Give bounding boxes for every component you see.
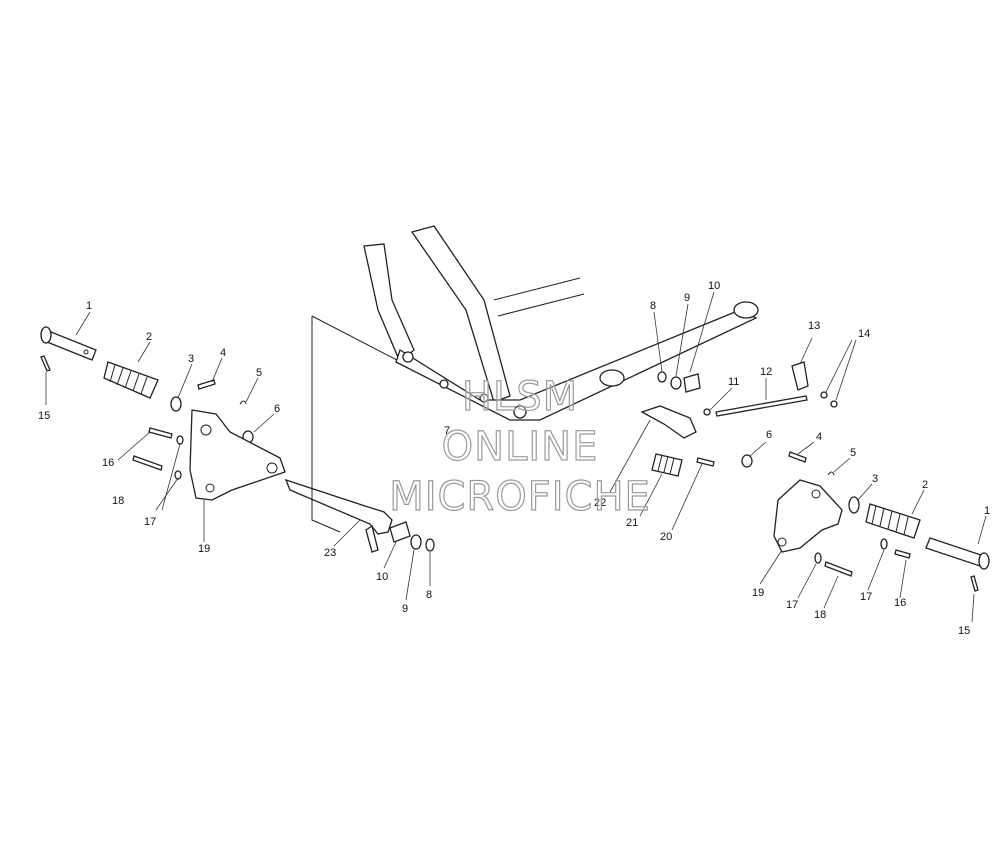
part-21-spring bbox=[651, 453, 683, 477]
callout-left-6: 6 bbox=[274, 403, 280, 415]
part-1-right-pin bbox=[925, 537, 990, 570]
part-4-left-pin bbox=[197, 379, 216, 390]
part-18-left-bolt bbox=[132, 455, 163, 471]
watermark-line-2: ONLINE bbox=[442, 424, 599, 470]
callout-right-19: 19 bbox=[752, 587, 764, 599]
callout-left-23: 23 bbox=[324, 547, 336, 559]
watermark-line-1: HLSM bbox=[462, 374, 578, 420]
callout-center-13: 13 bbox=[808, 320, 820, 332]
part-5-left-clip bbox=[239, 400, 247, 405]
callout-center-12: 12 bbox=[760, 366, 772, 378]
callout-right-16: 16 bbox=[894, 597, 906, 609]
callout-left-8: 8 bbox=[426, 589, 432, 601]
part-3-left-washer bbox=[170, 396, 182, 412]
callout-left-9: 9 bbox=[402, 603, 408, 615]
part-10-center-bushing bbox=[683, 373, 701, 393]
part-9-center-washer bbox=[670, 376, 682, 390]
part-9-left-washer bbox=[410, 534, 422, 550]
callout-center-10: 10 bbox=[708, 280, 720, 292]
part-10-left-bushing bbox=[389, 521, 411, 543]
part-14-bolt-a bbox=[820, 391, 828, 399]
part-22-lever bbox=[640, 405, 697, 439]
callout-left-2: 2 bbox=[146, 331, 152, 343]
part-20-pin bbox=[696, 457, 715, 467]
part-17-right-washer-b bbox=[880, 538, 888, 550]
callout-left-19: 19 bbox=[198, 543, 210, 555]
part-2-left-spring bbox=[103, 361, 159, 399]
callout-center-5: 5 bbox=[850, 447, 856, 459]
callout-right-2: 2 bbox=[922, 479, 928, 491]
callout-center-21: 21 bbox=[626, 517, 638, 529]
part-3-right-washer bbox=[848, 496, 860, 514]
part-16-right-bolt bbox=[894, 549, 911, 559]
callout-left-10: 10 bbox=[376, 571, 388, 583]
part-16-left-bolt bbox=[148, 427, 173, 439]
part-8-center-clip bbox=[657, 371, 667, 383]
part-17-left-washer-a bbox=[176, 435, 184, 445]
leader-lines bbox=[45, 291, 987, 623]
callout-center-11: 11 bbox=[728, 376, 739, 388]
part-12-link-rod bbox=[715, 395, 808, 417]
part-14-bolt-b bbox=[830, 400, 838, 408]
callout-center-9: 9 bbox=[684, 292, 690, 304]
callout-labels: 1 2 3 4 5 6 15 16 17 18 19 23 10 9 8 7 8… bbox=[38, 280, 990, 637]
part-15-left-cotter bbox=[40, 355, 51, 372]
callout-right-15: 15 bbox=[958, 625, 970, 637]
center-footrest-bar bbox=[395, 301, 759, 421]
watermark: HLSM ONLINE MICROFICHE bbox=[389, 373, 651, 520]
callout-left-15: 15 bbox=[38, 410, 50, 422]
callout-right-1: 1 bbox=[984, 505, 990, 517]
part-17-left-washer-b bbox=[174, 470, 182, 480]
callout-left-4: 4 bbox=[220, 347, 226, 359]
callout-center-14: 14 bbox=[858, 328, 870, 340]
part-6-center-ring bbox=[741, 454, 753, 468]
part-17-right-washer-a bbox=[814, 552, 822, 564]
callout-center-4: 4 bbox=[816, 431, 822, 443]
callout-left-5: 5 bbox=[256, 367, 262, 379]
part-11-bolt bbox=[703, 408, 711, 416]
callout-center-22: 22 bbox=[594, 497, 606, 509]
part-2-right-spring bbox=[865, 503, 921, 539]
callout-center-6: 6 bbox=[766, 429, 772, 441]
callout-right-18: 18 bbox=[814, 609, 826, 621]
part-7-bolt bbox=[439, 379, 449, 389]
frame-tubes bbox=[311, 225, 585, 533]
callout-center-20: 20 bbox=[660, 531, 672, 543]
callout-center-8: 8 bbox=[650, 300, 656, 312]
part-8-left-clip bbox=[425, 538, 435, 552]
callout-left-3: 3 bbox=[188, 353, 194, 365]
part-13-rod-end bbox=[791, 361, 809, 391]
part-4-center-pin bbox=[788, 451, 807, 463]
callout-right-17-a: 17 bbox=[786, 599, 798, 611]
part-15-right-cotter bbox=[970, 575, 979, 592]
watermark-line-3: MICROFICHE bbox=[389, 474, 651, 520]
part-19-right-bracket bbox=[773, 479, 843, 553]
callout-left-18: 18 bbox=[112, 495, 124, 507]
callout-left-16: 16 bbox=[102, 457, 114, 469]
callout-center-3: 3 bbox=[872, 473, 878, 485]
callout-left-17: 17 bbox=[144, 516, 156, 528]
part-18-right-bolt bbox=[824, 561, 853, 577]
callout-left-1: 1 bbox=[86, 300, 92, 312]
part-5-center-clip bbox=[827, 471, 835, 476]
callout-right-17-b: 17 bbox=[860, 591, 872, 603]
part-1-left-pin bbox=[40, 326, 97, 361]
part-19-left-bracket bbox=[189, 409, 286, 501]
callout-center-7: 7 bbox=[444, 425, 450, 437]
